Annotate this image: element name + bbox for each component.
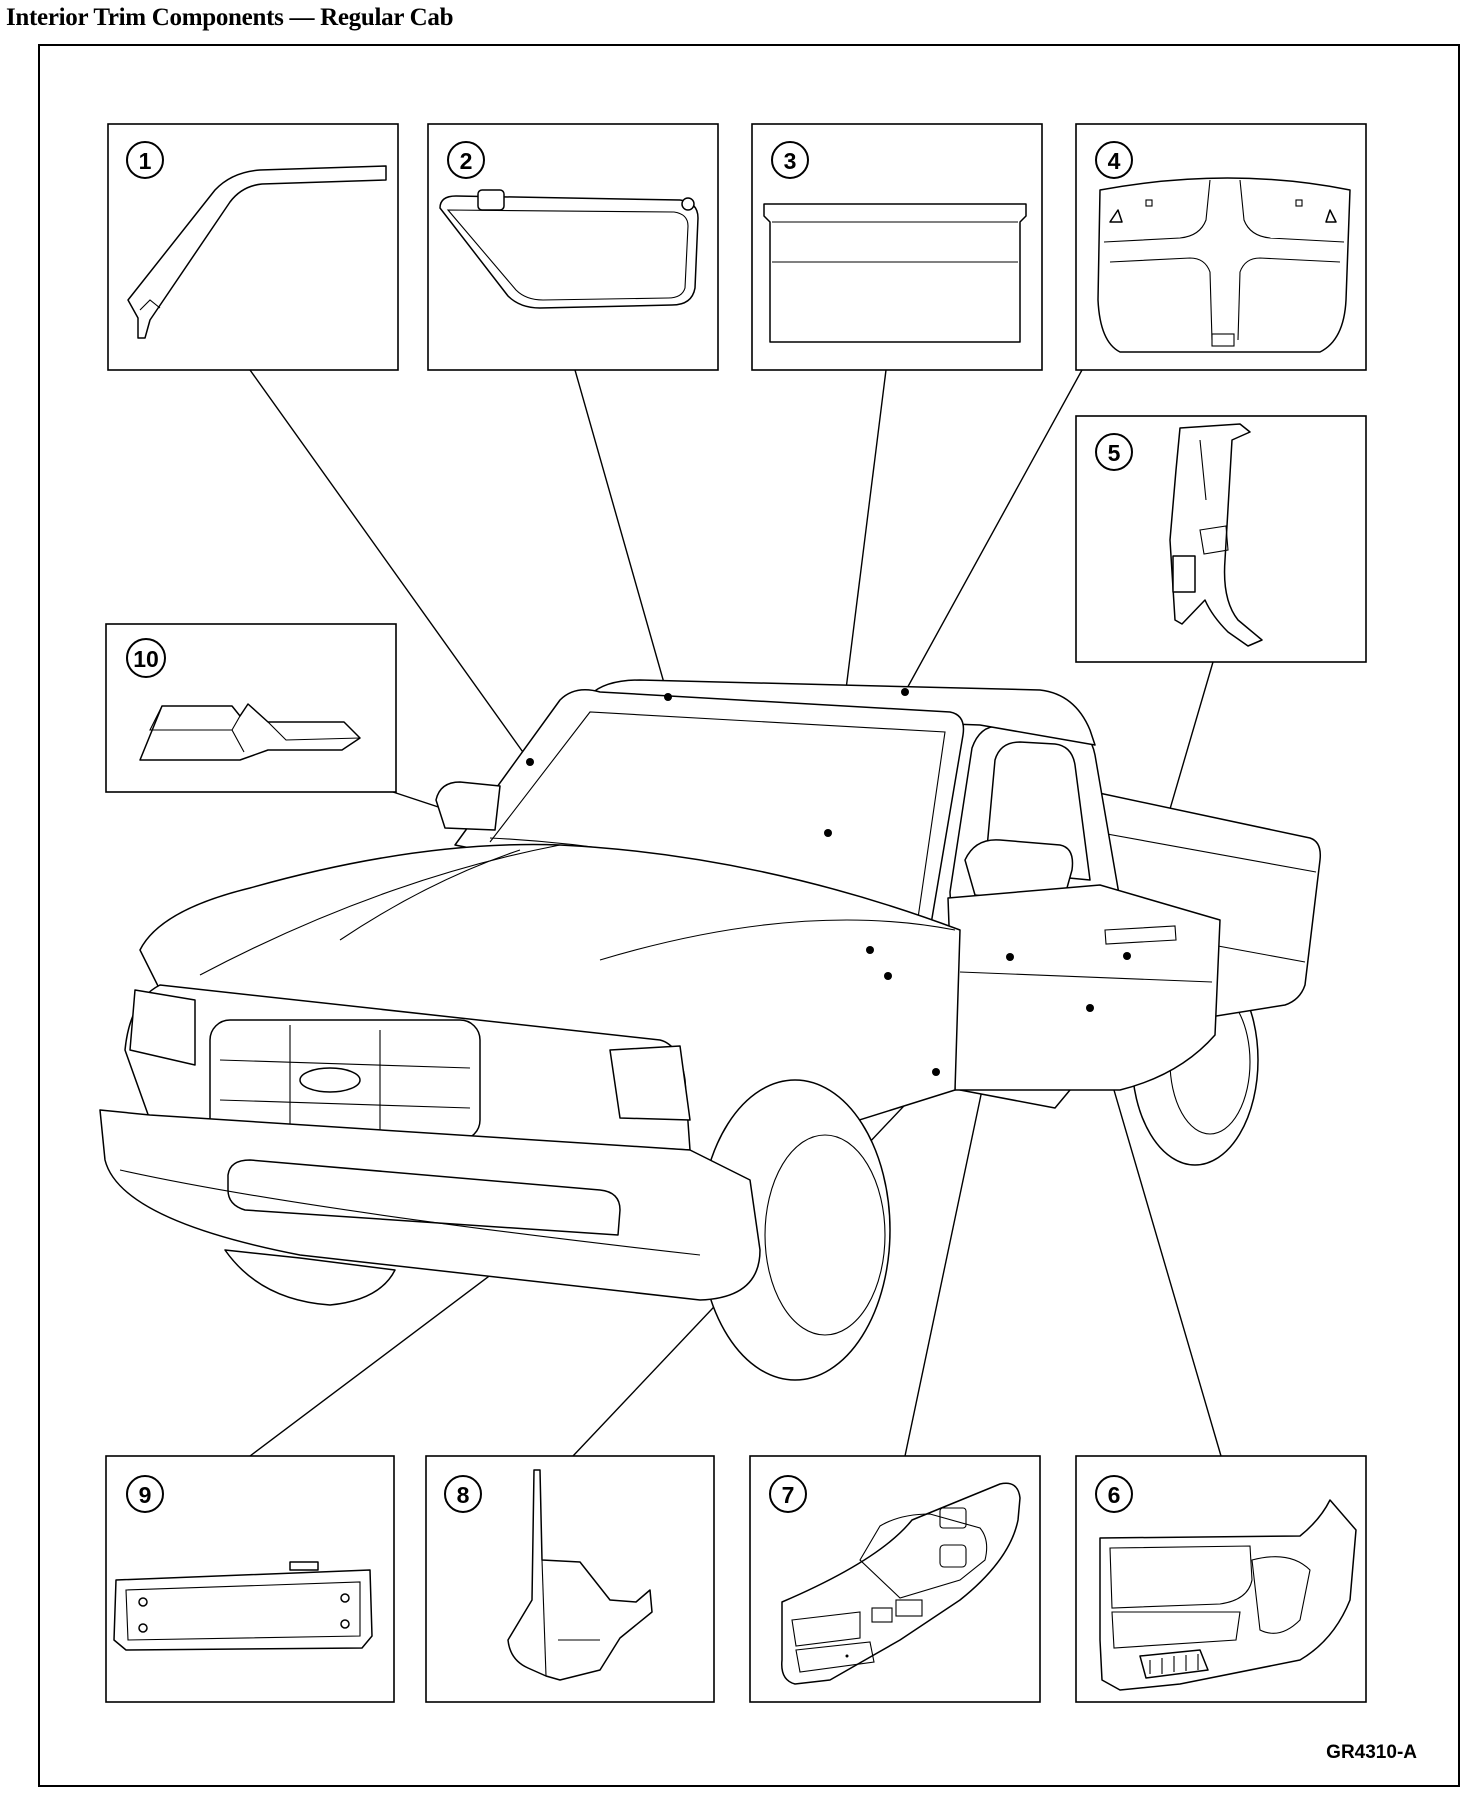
callout-panel-9: 9 xyxy=(105,1455,395,1703)
callout-label-5: 5 xyxy=(1108,440,1121,466)
figure-id: GR4310-A xyxy=(1326,1742,1417,1763)
callout-number-3 xyxy=(771,141,809,179)
callout-panel-3: 3 xyxy=(751,123,1043,371)
truck-illustration xyxy=(99,679,1322,1381)
rear-trim-panel xyxy=(113,1569,373,1651)
diagram-frame xyxy=(38,44,1460,1787)
callout-panel-5: 5 xyxy=(1075,415,1367,663)
callout-label-10: 10 xyxy=(133,646,159,672)
callout-panel-1: 1 xyxy=(107,123,399,371)
callout-panel-2: 2 xyxy=(427,123,719,371)
callout-label-7: 7 xyxy=(782,1482,795,1508)
door-trim-panel-power xyxy=(781,1482,1021,1685)
headliner xyxy=(1097,177,1351,353)
callout-panel-7: 7 xyxy=(749,1455,1041,1703)
callout-number-7 xyxy=(769,1475,807,1513)
header-trim-panel xyxy=(763,203,1027,343)
callout-label-9: 9 xyxy=(139,1482,152,1508)
page-title: Interior Trim Components — Regular Cab xyxy=(6,4,454,31)
callout-label-1: 1 xyxy=(139,148,152,174)
callout-number-6 xyxy=(1095,1475,1133,1513)
sun-visor xyxy=(439,195,699,309)
a-pillar-trim xyxy=(127,165,387,339)
callout-number-10 xyxy=(126,638,166,678)
callout-label-6: 6 xyxy=(1108,1482,1121,1508)
callout-label-8: 8 xyxy=(457,1482,470,1508)
stray-mark xyxy=(845,1654,849,1658)
callout-number-8 xyxy=(444,1475,482,1513)
callout-panel-4: 4 xyxy=(1075,123,1367,371)
callout-number-5 xyxy=(1095,433,1133,471)
callout-number-2 xyxy=(447,141,485,179)
callout-panel-8: 8 xyxy=(425,1455,715,1703)
callout-number-4 xyxy=(1095,141,1133,179)
callout-panel-10: 10 xyxy=(105,623,397,793)
callout-panel-6: 6 xyxy=(1075,1455,1367,1703)
callout-label-2: 2 xyxy=(460,148,473,174)
callout-label-3: 3 xyxy=(784,148,797,174)
callout-label-4: 4 xyxy=(1108,148,1121,174)
callout-number-1 xyxy=(126,141,164,179)
console-trim xyxy=(139,703,361,761)
callout-number-9 xyxy=(126,1475,164,1513)
